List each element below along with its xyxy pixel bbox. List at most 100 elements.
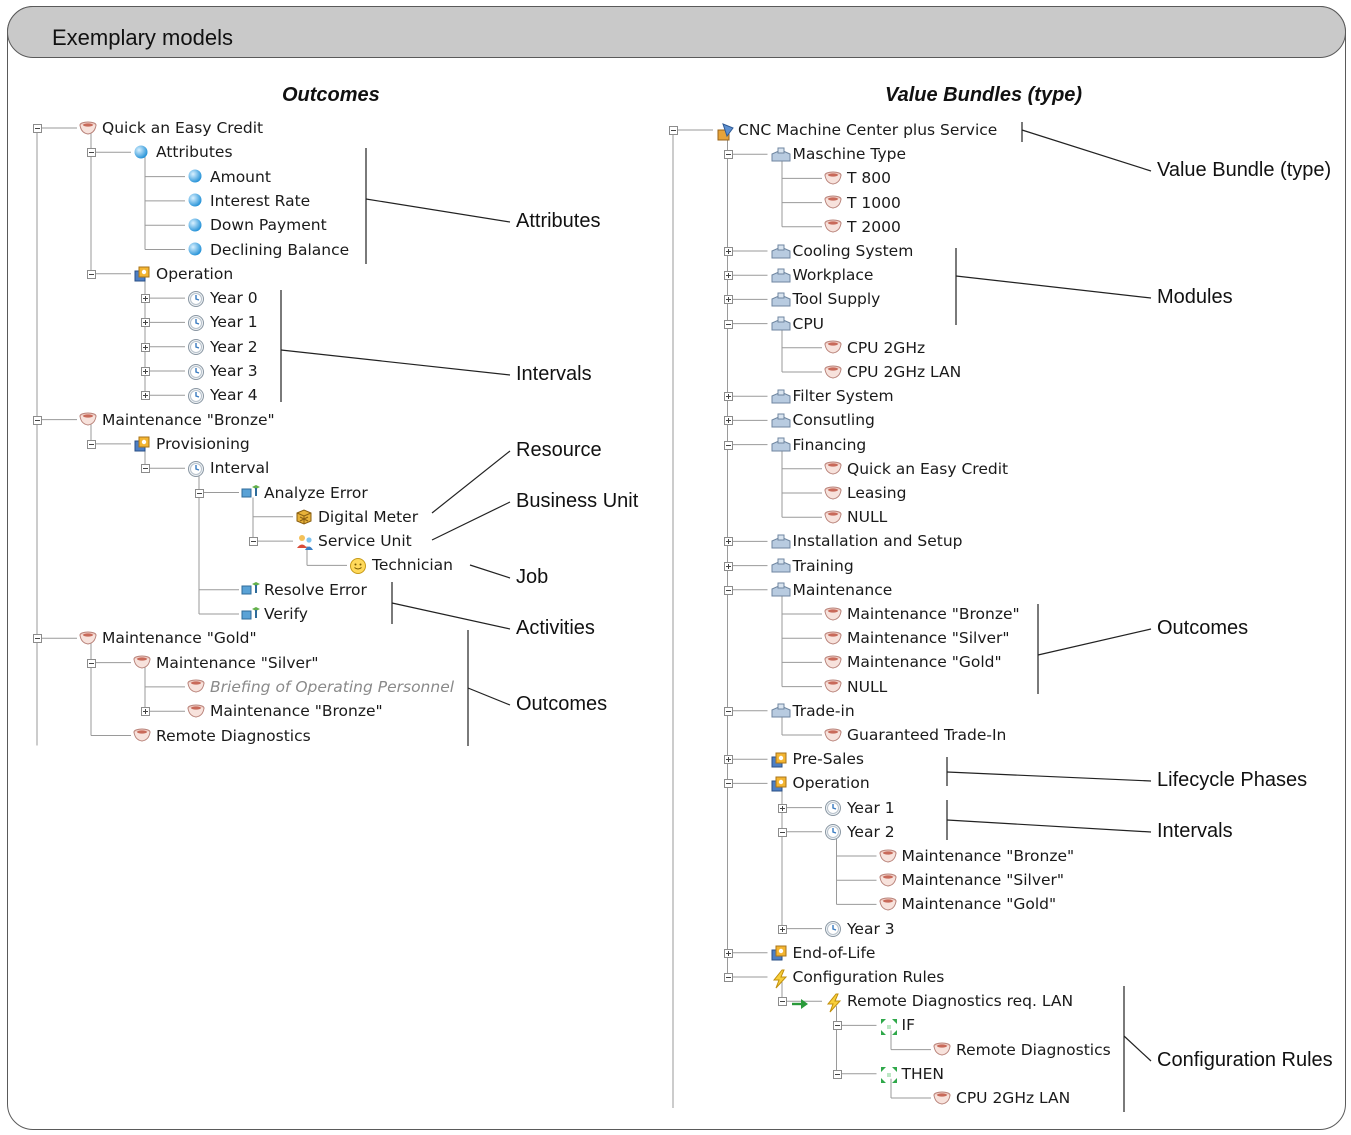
collapse-toggle[interactable]	[87, 269, 96, 279]
tree-node[interactable]: THEN	[879, 1063, 944, 1085]
tree-node[interactable]: IF	[879, 1014, 915, 1036]
collapse-toggle[interactable]	[195, 488, 204, 498]
tree-node[interactable]: T 2000	[824, 216, 901, 238]
tree-node[interactable]: Configuration Rules	[770, 966, 944, 988]
collapse-toggle[interactable]	[778, 997, 787, 1007]
expand-toggle[interactable]	[141, 367, 150, 376]
tree-node[interactable]: Maintenance "Bronze"	[879, 845, 1074, 867]
tree-node[interactable]: Tool Supply	[770, 288, 880, 310]
collapse-toggle[interactable]	[249, 537, 258, 547]
tree-node[interactable]: Analyze Error	[241, 482, 368, 504]
tree-node[interactable]: Interest Rate	[187, 190, 310, 212]
tree-node[interactable]: Operation	[770, 772, 870, 794]
expand-toggle[interactable]	[778, 803, 787, 813]
tree-node[interactable]: Amount	[187, 166, 271, 188]
tree-node[interactable]: Workplace	[770, 264, 873, 286]
tree-node[interactable]: Briefing of Operating Personnel	[187, 676, 454, 698]
tree-node[interactable]: NULL	[824, 676, 887, 698]
collapse-toggle[interactable]	[723, 585, 733, 595]
expand-toggle[interactable]	[141, 318, 150, 328]
tree-node[interactable]: Quick an Easy Credit	[79, 117, 263, 139]
tree-node[interactable]: Year 2	[824, 821, 895, 843]
expand-toggle[interactable]	[723, 392, 733, 402]
collapse-toggle[interactable]	[87, 148, 96, 158]
tree-node[interactable]: Year 2	[187, 336, 258, 358]
tree-node[interactable]: Leasing	[824, 482, 906, 504]
tree-node[interactable]: Provisioning	[133, 433, 250, 455]
collapse-toggle[interactable]	[723, 150, 733, 160]
collapse-toggle[interactable]	[723, 319, 733, 329]
tree-node[interactable]: CPU 2GHz	[824, 337, 925, 359]
collapse-toggle[interactable]	[33, 634, 42, 644]
tree-node[interactable]: Operation	[133, 263, 233, 285]
tree-node[interactable]: Remote Diagnostics	[933, 1039, 1111, 1061]
tree-node[interactable]: Maintenance "Gold"	[879, 893, 1056, 915]
tree-node[interactable]: Maintenance "Bronze"	[79, 409, 275, 431]
tree-node[interactable]: Resolve Error	[241, 579, 367, 601]
tree-node[interactable]: Year 0	[187, 287, 258, 309]
tree-node[interactable]: Maintenance "Silver"	[879, 869, 1064, 891]
tree-node[interactable]: Remote Diagnostics req. LAN	[824, 990, 1073, 1013]
collapse-toggle[interactable]	[723, 440, 733, 450]
tree-node[interactable]: Maintenance "Gold"	[79, 627, 257, 649]
collapse-toggle[interactable]	[87, 658, 96, 668]
tree-node[interactable]: CPU 2GHz LAN	[824, 361, 961, 383]
expand-toggle[interactable]	[141, 707, 150, 717]
expand-toggle[interactable]	[141, 342, 150, 352]
tree-node[interactable]: Filter System	[770, 385, 894, 407]
expand-toggle[interactable]	[723, 247, 733, 256]
expand-toggle[interactable]	[723, 755, 733, 765]
tree-node[interactable]: Maintenance "Silver"	[824, 627, 1010, 649]
collapse-toggle[interactable]	[33, 124, 42, 133]
tree-node[interactable]: Attributes	[133, 141, 233, 163]
tree-node[interactable]: Maintenance "Gold"	[824, 651, 1002, 673]
tree-node[interactable]: Interval	[187, 457, 269, 479]
expand-toggle[interactable]	[723, 271, 733, 281]
tree-node[interactable]: Training	[770, 555, 854, 577]
tree-node[interactable]: Verify	[241, 603, 308, 625]
collapse-toggle[interactable]	[723, 779, 733, 789]
tree-node[interactable]: Year 1	[824, 797, 895, 819]
expand-toggle[interactable]	[723, 537, 733, 547]
expand-toggle[interactable]	[723, 561, 733, 571]
tree-node[interactable]: CPU	[770, 313, 824, 335]
tree-node[interactable]: Service Unit	[295, 530, 412, 552]
tree-node[interactable]: T 1000	[824, 192, 901, 214]
tree-node[interactable]: Installation and Setup	[770, 530, 962, 552]
expand-toggle[interactable]	[723, 416, 733, 426]
expand-toggle[interactable]	[141, 294, 150, 304]
tree-node[interactable]: Quick an Easy Credit	[824, 458, 1008, 480]
tree-node[interactable]: Technician	[349, 554, 453, 576]
tree-node[interactable]: Year 3	[824, 918, 895, 940]
collapse-toggle[interactable]	[832, 1021, 842, 1031]
tree-node[interactable]: Consutling	[770, 409, 875, 431]
collapse-toggle[interactable]	[832, 1069, 842, 1079]
collapse-toggle[interactable]	[723, 706, 733, 716]
tree-node[interactable]: Pre-Sales	[770, 748, 864, 770]
tree-node[interactable]: Remote Diagnostics	[133, 725, 311, 747]
tree-node[interactable]: Maintenance "Silver"	[133, 652, 319, 674]
tree-node[interactable]: Guaranteed Trade-In	[824, 724, 1006, 746]
tree-node[interactable]: T 800	[824, 167, 891, 189]
tree-node[interactable]: Trade-in	[770, 700, 855, 722]
tree-node[interactable]: CNC Machine Center plus Service	[715, 119, 997, 141]
collapse-toggle[interactable]	[669, 126, 678, 135]
collapse-toggle[interactable]	[723, 973, 733, 982]
expand-toggle[interactable]	[723, 295, 733, 305]
tree-node[interactable]: Maintenance	[770, 579, 892, 601]
tree-node[interactable]: CPU 2GHz LAN	[933, 1087, 1070, 1109]
expand-toggle[interactable]	[141, 391, 150, 401]
collapse-toggle[interactable]	[33, 415, 42, 425]
collapse-toggle[interactable]	[141, 464, 150, 474]
tree-node[interactable]: Year 1	[187, 311, 258, 333]
tree-node[interactable]: NULL	[824, 506, 887, 528]
tree-node[interactable]: Maschine Type	[770, 143, 906, 165]
tree-node[interactable]: Maintenance "Bronze"	[187, 700, 383, 722]
collapse-toggle[interactable]	[778, 827, 787, 837]
tree-node[interactable]: Year 3	[187, 360, 258, 382]
tree-node[interactable]: Cooling System	[770, 240, 913, 262]
tree-node[interactable]: Digital Meter	[295, 506, 418, 528]
expand-toggle[interactable]	[778, 924, 787, 934]
tree-node[interactable]: Financing	[770, 434, 866, 456]
tree-node[interactable]: Declining Balance	[187, 239, 349, 261]
